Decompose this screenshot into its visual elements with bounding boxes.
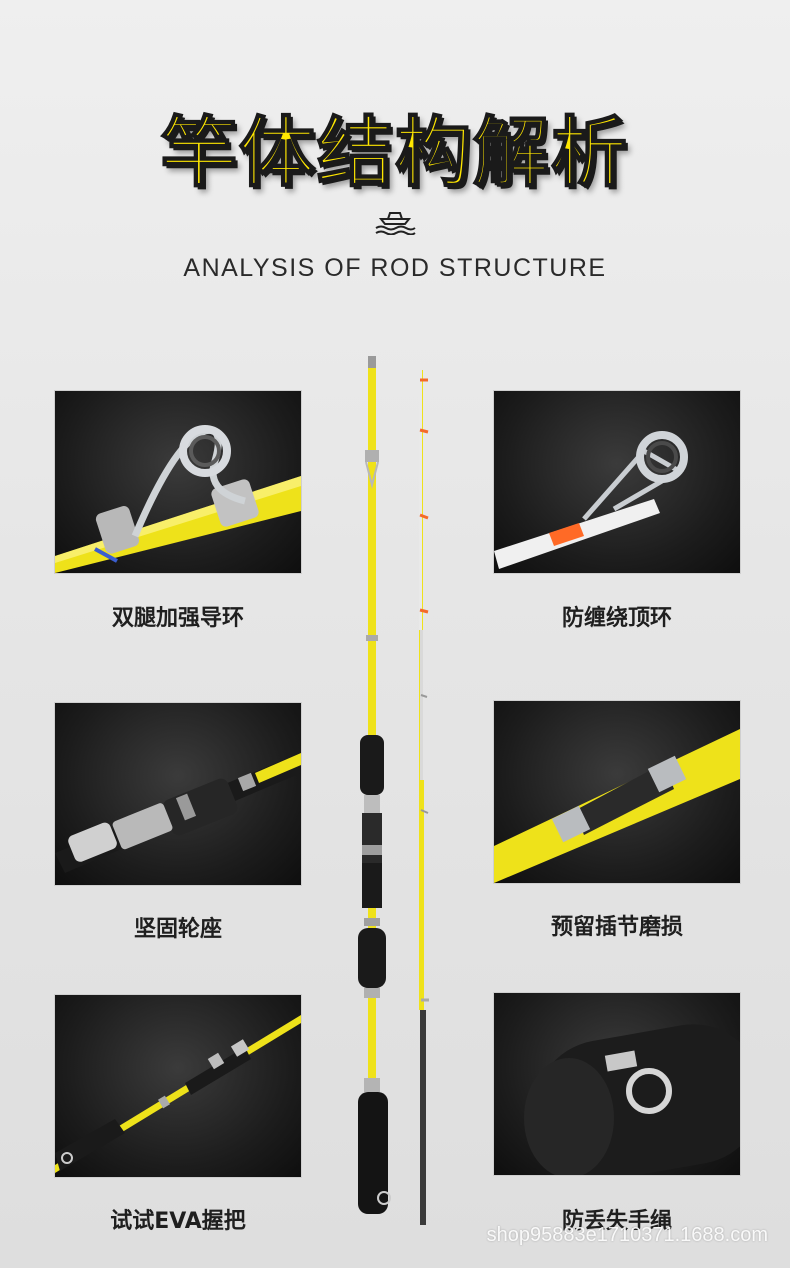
photo-reel-seat xyxy=(55,703,301,885)
photo-anti-tangle-tip xyxy=(494,391,740,573)
photo-double-leg-guide xyxy=(55,391,301,573)
feature-label-1: 双腿加强导环 xyxy=(111,606,244,631)
page-title: 竿体结构解析 xyxy=(160,107,629,198)
photo-hook-keeper xyxy=(494,993,740,1175)
boat-waves-icon xyxy=(375,212,416,235)
feature-label-3: 坚固轮座 xyxy=(133,917,222,942)
feature-label-2: 防缠绕顶环 xyxy=(561,606,672,631)
watermark: shop95883e1710371.1688.com xyxy=(486,1224,768,1246)
rod-illustration xyxy=(340,350,450,1230)
page-subtitle: ANALYSIS OF ROD STRUCTURE xyxy=(183,254,607,282)
feature-label-4: 预留插节磨损 xyxy=(550,915,683,940)
photo-ferrule-joint xyxy=(494,701,740,883)
photo-eva-handle xyxy=(55,995,301,1177)
feature-label-5: 试试EVA握把 xyxy=(110,1209,246,1234)
feature-label-6: 防丢失手绳 xyxy=(561,1209,672,1234)
